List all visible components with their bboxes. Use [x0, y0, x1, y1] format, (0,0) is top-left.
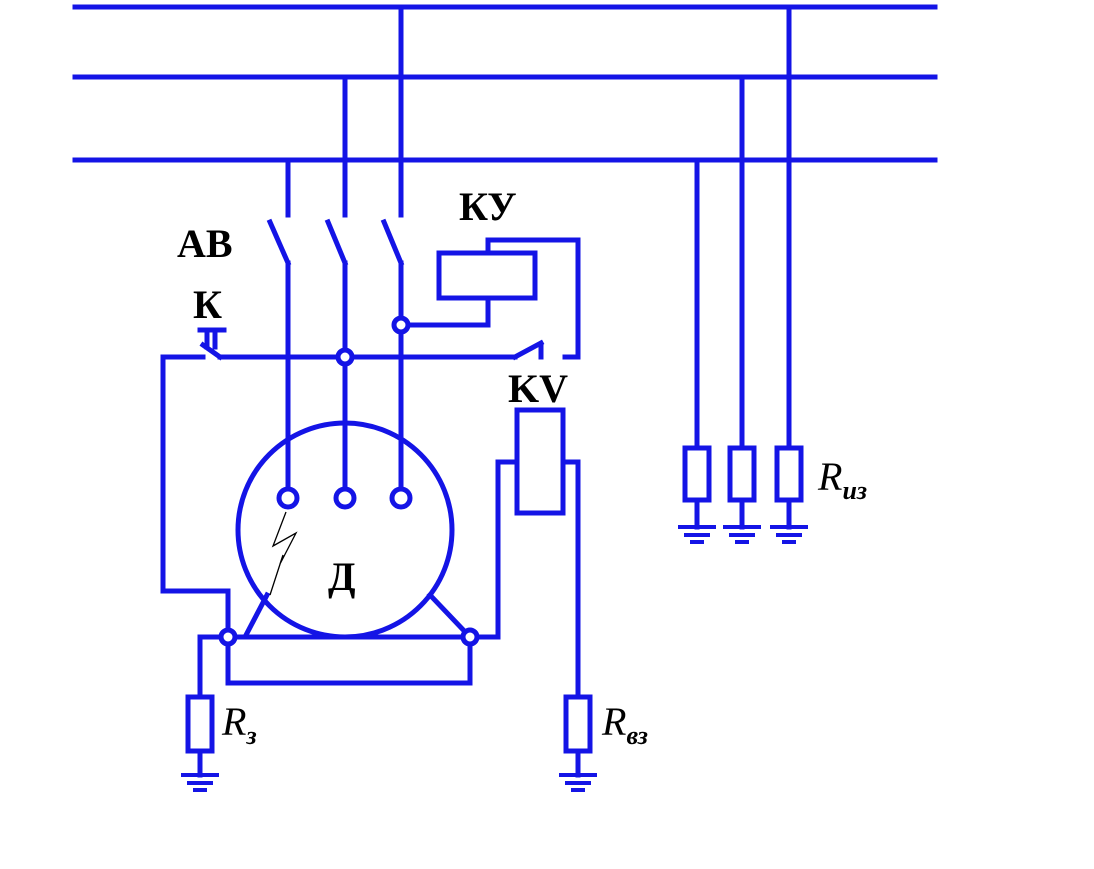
voltage-relay-coil [514, 407, 566, 516]
terminals [218, 315, 480, 647]
control-contact [511, 339, 545, 361]
lightning-bolt-icon [269, 511, 298, 596]
circuit-breaker-contacts [266, 218, 405, 267]
ground-symbol-icon [181, 525, 808, 792]
button-label: К [193, 282, 222, 327]
breaker-label: АВ [177, 221, 233, 266]
voltage-relay-label: KV [508, 366, 568, 411]
frame-ground-loop [225, 634, 473, 686]
aux-ground-resistor-label: Rвз [601, 699, 648, 750]
ground-resistor-label: Rз [221, 699, 257, 750]
control-device-box [436, 250, 538, 301]
wiring [72, 4, 938, 792]
test-button-k [197, 327, 227, 361]
ground-resistor-rz [185, 694, 215, 754]
aux-ground-resistor-rvz [563, 694, 593, 754]
insulation-resistors [682, 445, 804, 503]
control-device-label: КУ [459, 184, 517, 229]
insulation-resistor-label: Rиз [817, 454, 867, 505]
motor-label: Д [328, 554, 356, 599]
